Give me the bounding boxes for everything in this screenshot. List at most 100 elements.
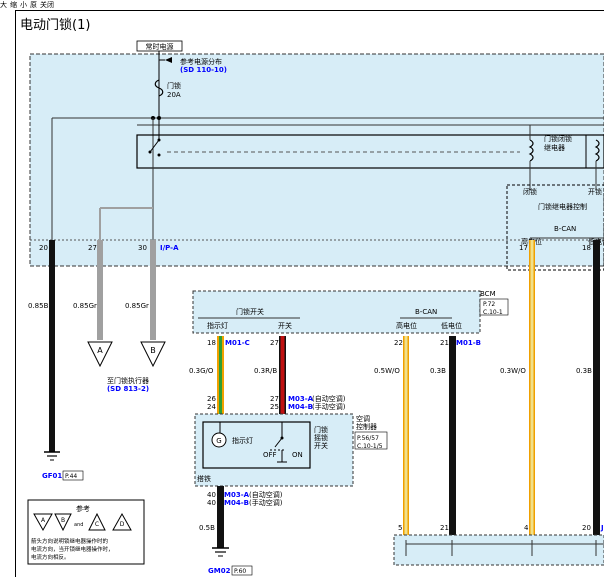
bcm-name: BCM bbox=[480, 290, 496, 298]
bottom-pin-21: 21 bbox=[440, 524, 449, 532]
ac-m03a: M03-A bbox=[288, 395, 314, 403]
bottom-pin-4: 4 bbox=[524, 524, 529, 532]
orange-wire-bcm bbox=[403, 336, 409, 536]
relay-box bbox=[136, 134, 604, 169]
ac-off-label: OFF bbox=[263, 451, 277, 459]
bcm-ref1: P.72 bbox=[483, 301, 495, 308]
connector-ipa: I/P-A bbox=[160, 244, 179, 252]
black-wire-gm02 bbox=[217, 486, 224, 548]
relay-control-box bbox=[506, 184, 604, 271]
relay-label-2: 继电器 bbox=[544, 143, 565, 152]
power-ref-code: (SD 110-10) bbox=[180, 66, 227, 74]
indicator-lamp-icon bbox=[211, 432, 227, 448]
actuator-ref: (SD 813-2) bbox=[107, 385, 149, 393]
relay-label-1: 门锁闭锁 bbox=[544, 134, 572, 143]
legend-a: A bbox=[41, 517, 46, 524]
bcm-pin-21: 21 bbox=[440, 339, 449, 347]
black-wire-bcm bbox=[449, 336, 456, 536]
ground-gm02: GM02 bbox=[208, 567, 231, 575]
bottom-connector-j: J bbox=[600, 524, 604, 532]
black-wire-ground bbox=[49, 240, 55, 452]
pin-18: 18 bbox=[582, 244, 591, 252]
actuator-b-icon bbox=[140, 341, 166, 368]
ground-auto: (自动空调) bbox=[249, 490, 283, 499]
ac-pin-26: 26 bbox=[207, 395, 216, 403]
gray-wire-1 bbox=[97, 240, 103, 340]
ac-manual: (手动空调) bbox=[312, 402, 346, 411]
red-wire bbox=[279, 336, 286, 418]
relay-coil-icon bbox=[528, 139, 534, 162]
legend-b: B bbox=[61, 517, 65, 524]
legend-d: D bbox=[120, 521, 125, 528]
close-button[interactable]: 关闭 bbox=[40, 1, 54, 9]
wire-03wo: 0.3W/O bbox=[500, 367, 526, 375]
ground-pin-40b: 40 bbox=[207, 499, 216, 507]
ac-pin-24: 24 bbox=[207, 403, 216, 411]
ground-m04b: M04-B bbox=[224, 499, 249, 507]
ac-inner-box bbox=[202, 421, 311, 469]
bcm-pin-22: 22 bbox=[394, 339, 403, 347]
fuse-icon bbox=[154, 79, 164, 97]
actuator-label: 至门锁执行器 bbox=[107, 376, 149, 385]
legend-box bbox=[27, 499, 145, 565]
ground-gm02-page: P.60 bbox=[234, 568, 246, 575]
svg-text:G: G bbox=[216, 437, 221, 445]
ac-switch-1: 门锁 bbox=[314, 425, 328, 434]
bcm-switch-label: 开关 bbox=[278, 321, 292, 330]
ac-pin-27: 27 bbox=[270, 395, 279, 403]
ground-m03a: M03-A bbox=[224, 491, 250, 499]
ground-gf01: GF01 bbox=[42, 472, 62, 480]
unlock-label: 开锁 bbox=[588, 187, 602, 196]
ac-m04b: M04-B bbox=[288, 403, 313, 411]
black-wire-18 bbox=[593, 240, 600, 536]
green-wire bbox=[217, 336, 224, 418]
ground-manual: (手动空调) bbox=[249, 498, 283, 507]
bottom-module-box bbox=[393, 534, 604, 566]
original-size-button[interactable]: 原 bbox=[30, 1, 37, 9]
fuse-name: 门锁 bbox=[167, 81, 181, 90]
ref-arrow-icon bbox=[165, 57, 172, 63]
legend-note-1: 箭头方向说明锁继电器操作时的 bbox=[31, 537, 109, 545]
bcm-box bbox=[192, 290, 481, 334]
ground-gf01-page: P.44 bbox=[65, 473, 77, 480]
ac-pin-25: 25 bbox=[270, 403, 279, 411]
zoom-in-button[interactable]: 大 bbox=[0, 1, 7, 9]
toolbar: 大缩小原关闭 bbox=[0, 0, 604, 10]
bcm-m01b: M01-B bbox=[456, 339, 481, 347]
actuator-b: B bbox=[150, 346, 156, 355]
bcm-pin-27: 27 bbox=[270, 339, 279, 347]
actuator-a-icon bbox=[87, 341, 113, 368]
wire-03go: 0.3G/O bbox=[189, 367, 214, 375]
ground-pin-40a: 40 bbox=[207, 491, 216, 499]
bcm-pin-18: 18 bbox=[207, 339, 216, 347]
ac-module-1: 空调 bbox=[356, 414, 370, 423]
orange-wire-17 bbox=[529, 240, 535, 536]
ac-switch-3: 开关 bbox=[314, 441, 328, 450]
relay-bcan-label: B-CAN bbox=[554, 225, 576, 233]
bcm-high-label: 高电位 bbox=[396, 321, 417, 330]
pin-27: 27 bbox=[88, 244, 97, 252]
lock-label: 闭锁 bbox=[523, 187, 537, 196]
bottom-pin-20: 20 bbox=[582, 524, 591, 532]
ac-auto: (自动空调) bbox=[312, 394, 346, 403]
ground-label: 搭铁 bbox=[197, 474, 211, 483]
zoom-out-button[interactable]: 小 bbox=[20, 1, 27, 9]
wire-03rb: 0.3R/B bbox=[254, 367, 277, 375]
ac-module-2: 控制器 bbox=[356, 422, 377, 431]
relay-coil-2-icon bbox=[594, 139, 600, 162]
title-bar: 电动门锁(1) bbox=[15, 10, 604, 35]
shrink-button[interactable]: 缩 bbox=[10, 1, 17, 9]
pin-17: 17 bbox=[519, 244, 528, 252]
bcm-indicator-label: 指示灯 bbox=[207, 321, 228, 330]
wire-085gr-1: 0.85Gr bbox=[73, 302, 97, 310]
ac-indicator-label: 指示灯 bbox=[232, 436, 253, 445]
bcm-bcan-label: B-CAN bbox=[415, 308, 437, 316]
pin-30: 30 bbox=[138, 244, 147, 252]
frame-left-border bbox=[15, 34, 16, 577]
wire-085gr-2: 0.85Gr bbox=[125, 302, 149, 310]
legend-c: C bbox=[95, 521, 99, 528]
legend-note-3: 电流方向相反。 bbox=[31, 553, 70, 561]
gray-wire-2 bbox=[150, 240, 156, 340]
page-title: 电动门锁(1) bbox=[20, 18, 91, 33]
